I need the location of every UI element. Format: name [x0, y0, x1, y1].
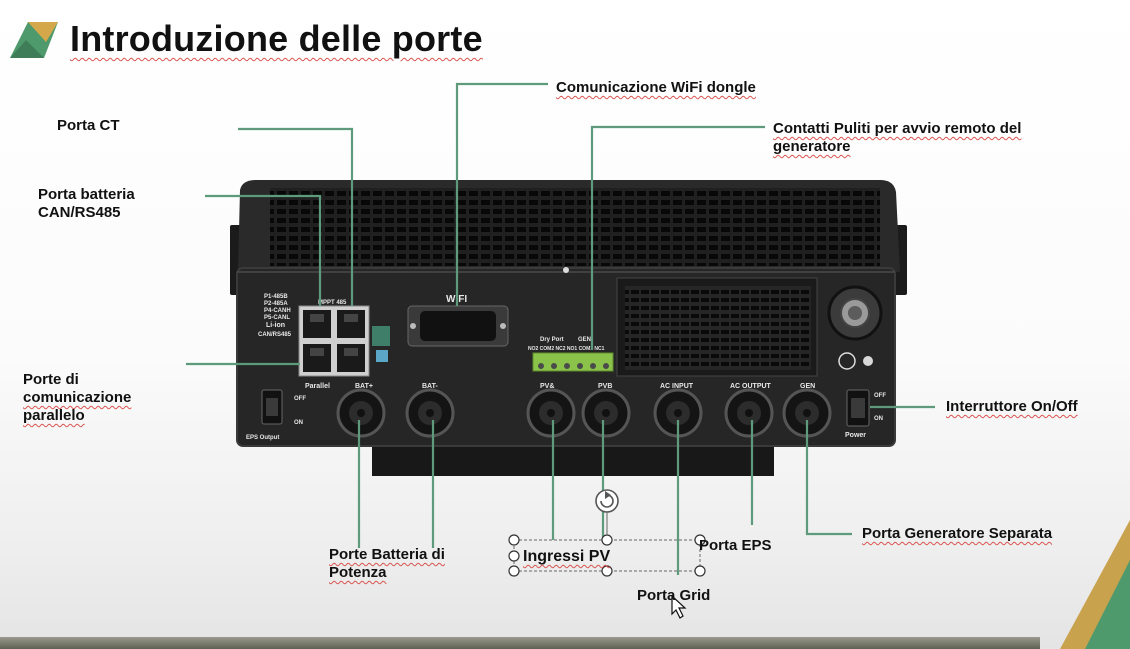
port-list-4: P5-CANL [264, 315, 290, 321]
leader-wifi [455, 82, 548, 306]
pvb-label: PVB [598, 383, 612, 390]
port-list-2: P2-485A [264, 301, 288, 307]
resize-handle-l[interactable] [508, 550, 520, 562]
label-parallelo-line1: Porte di [23, 371, 79, 388]
label-porte-batteria-potenza[interactable]: Porte Batteria di Potenza [329, 546, 445, 582]
label-porta-grid[interactable]: Porta Grid [637, 587, 711, 604]
leader-porta-ct [238, 127, 354, 306]
label-ingressi-pv[interactable]: Ingressi PV [523, 548, 611, 565]
terminals-label: NO2 COM2 NC2 NO1 COM1 NC1 [528, 346, 605, 352]
label-generatore-separata[interactable]: Porta Generatore Separata [862, 525, 1053, 542]
label-contatti-line1: Contatti Puliti per avvio remoto del [773, 120, 1022, 137]
ac-output-label: AC OUTPUT [730, 383, 772, 390]
resize-handle-b[interactable] [601, 565, 613, 577]
label-porta-batteria-line1: Porta batteria [38, 186, 135, 203]
power-device-label: Power [845, 432, 866, 439]
parallel-device-label: Parallel [305, 383, 330, 390]
label-parallelo-line3: parallelo [23, 407, 85, 424]
corner-decoration [1060, 520, 1130, 649]
label-porta-batteria-line2: CAN/RS485 [38, 204, 121, 221]
resize-handle-tl[interactable] [508, 534, 520, 546]
rotate-handle-icon[interactable] [595, 489, 619, 513]
dry-gen-label: GEN [578, 337, 591, 343]
power-on-label: ON [874, 416, 883, 422]
resize-handle-br[interactable] [694, 565, 706, 577]
label-contatti-line2: generatore [773, 138, 851, 155]
label-interruttore[interactable]: Interruttore On/Off [946, 398, 1078, 415]
label-parallelo-line2: comunicazione [23, 389, 132, 406]
leader-generatore [805, 420, 852, 536]
power-off-label: OFF [874, 393, 886, 399]
leader-porta-batteria [205, 194, 322, 306]
eps-on-label: ON [294, 420, 303, 426]
cable-glands [336, 388, 832, 438]
label-porta-eps[interactable]: Porta EPS [699, 537, 772, 554]
label-contatti-puliti[interactable]: Contatti Puliti per avvio remoto del gen… [773, 120, 1021, 156]
eps-output-device-label: EPS Output [246, 435, 279, 441]
label-potenza-line2: Potenza [329, 564, 387, 581]
label-wifi-dongle[interactable]: Comunicazione WiFi dongle [556, 79, 756, 96]
bottom-strip [0, 637, 1040, 649]
port-list-1: P1-485B [264, 294, 288, 300]
resize-handle-bl[interactable] [508, 565, 520, 577]
label-potenza-line1: Porte Batteria di [329, 546, 445, 563]
mppt-label: MPPT 485 [318, 300, 347, 306]
port-list-3: P4-CANH [264, 308, 291, 314]
bat-plus-label: BAT+ [355, 383, 373, 390]
label-porta-batteria[interactable]: Porta batteria CAN/RS485 [38, 186, 135, 222]
move-cursor-icon [671, 594, 687, 619]
resize-handle-tr[interactable] [694, 534, 706, 546]
resize-handle-t[interactable] [601, 534, 613, 546]
li-ion-label: Li-ion [266, 322, 285, 329]
label-porta-ct[interactable]: Porta CT [57, 117, 120, 134]
eps-off-label: OFF [294, 396, 306, 402]
leader-contatti [590, 125, 765, 350]
label-porte-parallelo[interactable]: Porte di comunicazione parallelo [23, 371, 131, 425]
bat-minus-label: BAT- [422, 383, 438, 390]
pva-label: PV& [540, 383, 554, 390]
slide-logo-icon [10, 22, 58, 58]
dry-port-label: Dry Port [540, 337, 564, 343]
can-rs485-device-label: CAN/RS485 [258, 332, 292, 338]
slide-title[interactable]: Introduzione delle porte [70, 18, 483, 59]
gen-port-label: GEN [800, 383, 815, 390]
ac-input-label: AC INPUT [660, 383, 694, 390]
